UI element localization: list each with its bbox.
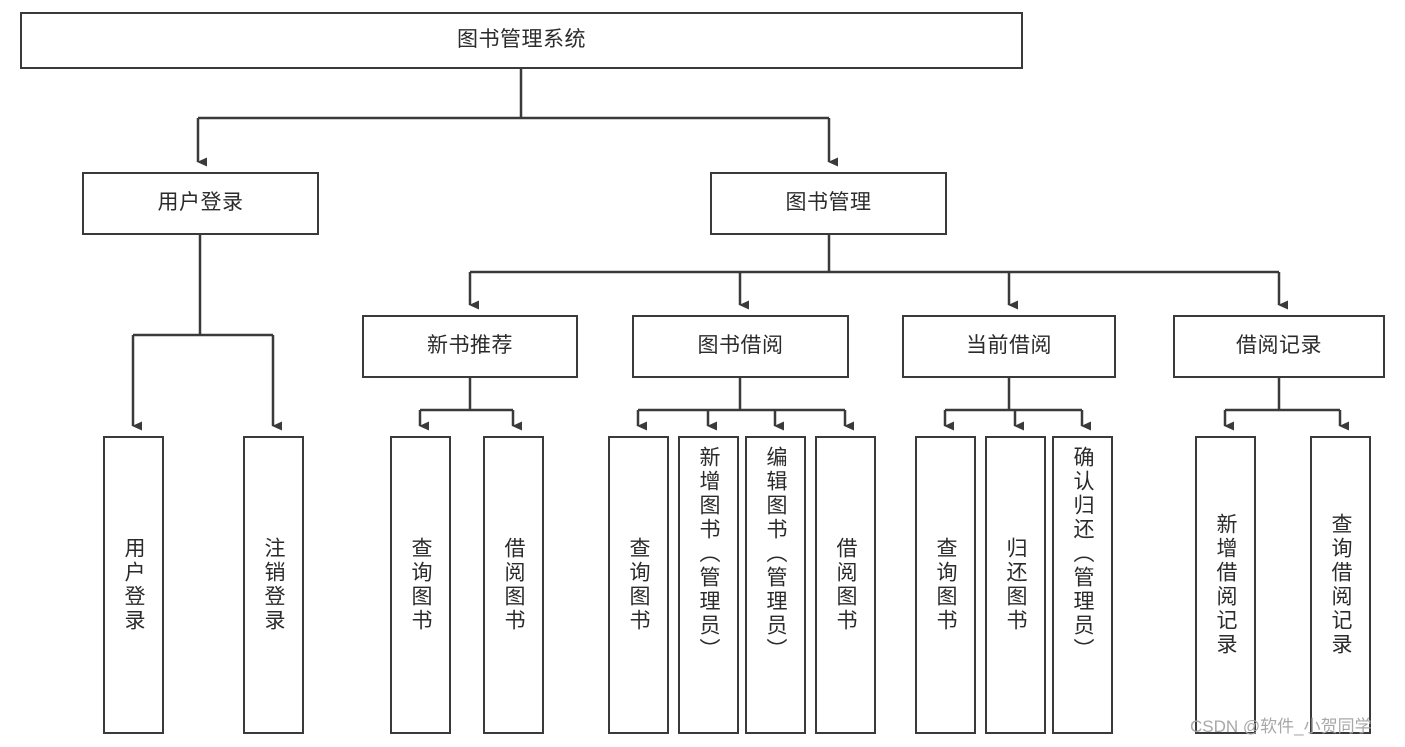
node-leaf-edit-book-label: 编辑图书（管理员） <box>764 446 787 662</box>
node-leaf-borrow-book-1[interactable]: 借阅图书 <box>483 436 544 734</box>
node-leaf-query-book-2-label: 查询图书 <box>627 537 650 633</box>
node-leaf-add-record[interactable]: 新增借阅记录 <box>1195 436 1256 734</box>
node-leaf-query-book-3[interactable]: 查询图书 <box>915 436 976 734</box>
node-new-book-rec-label: 新书推荐 <box>427 334 513 358</box>
node-leaf-borrow-book-1-label: 借阅图书 <box>502 537 525 633</box>
node-borrow-record[interactable]: 借阅记录 <box>1173 315 1385 378</box>
node-leaf-return-book-label: 归还图书 <box>1004 537 1027 633</box>
node-user-login-label: 用户登录 <box>157 191 244 215</box>
node-leaf-add-book-label: 新增图书（管理员） <box>697 446 720 662</box>
node-leaf-return-book[interactable]: 归还图书 <box>985 436 1046 734</box>
node-leaf-add-record-label: 新增借阅记录 <box>1214 513 1237 657</box>
node-leaf-edit-book[interactable]: 编辑图书（管理员） <box>745 436 806 734</box>
node-leaf-query-book-2[interactable]: 查询图书 <box>608 436 669 734</box>
node-leaf-user-login-label: 用户登录 <box>122 537 145 633</box>
node-new-book-rec[interactable]: 新书推荐 <box>362 315 578 378</box>
node-borrow-record-label: 借阅记录 <box>1236 334 1322 358</box>
node-leaf-query-record-label: 查询借阅记录 <box>1329 513 1352 657</box>
node-leaf-query-book-1-label: 查询图书 <box>409 537 432 633</box>
node-current-borrow[interactable]: 当前借阅 <box>902 315 1116 378</box>
node-book-manage[interactable]: 图书管理 <box>710 172 947 235</box>
node-leaf-query-book-1[interactable]: 查询图书 <box>390 436 451 734</box>
node-leaf-query-book-3-label: 查询图书 <box>934 537 957 633</box>
node-book-borrow-label: 图书借阅 <box>697 334 784 358</box>
node-leaf-borrow-book-2[interactable]: 借阅图书 <box>815 436 876 734</box>
node-user-login[interactable]: 用户登录 <box>82 172 319 235</box>
node-book-manage-label: 图书管理 <box>785 191 872 215</box>
node-leaf-logout-label: 注销登录 <box>262 537 285 633</box>
node-root-label: 图书管理系统 <box>457 28 586 52</box>
node-leaf-user-login[interactable]: 用户登录 <box>103 436 164 734</box>
node-leaf-add-book[interactable]: 新增图书（管理员） <box>678 436 739 734</box>
csdn-watermark: CSDN @软件_小贺同学 <box>1190 717 1372 736</box>
node-current-borrow-label: 当前借阅 <box>966 334 1052 358</box>
node-book-borrow[interactable]: 图书借阅 <box>632 315 849 378</box>
node-leaf-query-record[interactable]: 查询借阅记录 <box>1310 436 1371 734</box>
node-leaf-logout[interactable]: 注销登录 <box>243 436 304 734</box>
node-root[interactable]: 图书管理系统 <box>20 12 1023 69</box>
node-leaf-confirm-return-label: 确认归还（管理员） <box>1071 446 1094 662</box>
node-leaf-confirm-return[interactable]: 确认归还（管理员） <box>1052 436 1113 734</box>
node-leaf-borrow-book-2-label: 借阅图书 <box>834 537 857 633</box>
